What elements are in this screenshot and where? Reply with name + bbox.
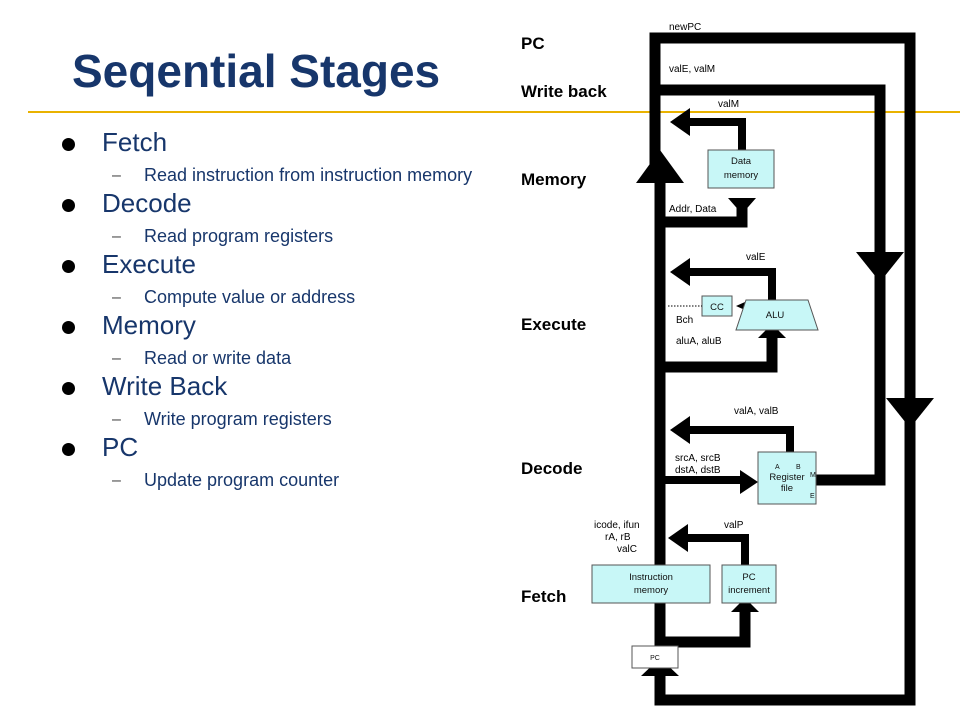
signal-vale: valE	[746, 252, 766, 263]
port-a: A	[775, 464, 780, 471]
vale-arrow	[670, 258, 690, 286]
signal-dsta-dstb: dstA, dstB	[675, 465, 721, 476]
srca-arrow	[740, 470, 758, 494]
stage-item-execute: Execute – Compute value or address	[62, 248, 482, 309]
stage-item-fetch: Fetch – Read instruction from instruction…	[62, 126, 482, 187]
signal-valc: valC	[617, 544, 637, 555]
pc-register-label: PC	[650, 655, 660, 662]
bullet-dot	[62, 443, 75, 456]
port-m: M	[810, 472, 816, 479]
vala-arrow	[670, 416, 690, 444]
page-title: Seqential Stages	[72, 45, 441, 97]
instruction-memory-block	[591, 564, 711, 604]
stage-desc: Read program registers	[144, 226, 334, 246]
stage-label-writeback: Write back	[521, 82, 607, 101]
stage-item-pc: PC – Update program counter	[62, 431, 482, 492]
pc-increment-label-2: increment	[728, 585, 770, 596]
signal-icode-ifun: icode, ifun	[594, 520, 640, 531]
stage-name: Decode	[102, 188, 192, 218]
dash-icon: –	[112, 472, 121, 489]
register-file-label-2: file	[781, 483, 793, 494]
stage-desc: Read instruction from instruction memory	[144, 165, 473, 185]
port-e: E	[810, 493, 815, 500]
register-file-label-1: Register	[769, 472, 804, 483]
signal-ra-rb: rA, rB	[605, 532, 631, 543]
dash-icon: –	[112, 289, 121, 306]
stage-name: Write Back	[102, 371, 228, 401]
spine-up-arrow-memory	[636, 150, 684, 183]
stage-name: Memory	[102, 310, 196, 340]
stage-item-writeback: Write Back – Write program registers	[62, 370, 482, 431]
stage-item-decode: Decode – Read program registers	[62, 187, 482, 248]
alu-block	[735, 299, 819, 331]
port-b: B	[796, 464, 801, 471]
stage-label-fetch: Fetch	[521, 587, 567, 606]
signal-bch: Bch	[676, 315, 693, 326]
signal-valm: valM	[718, 99, 739, 110]
data-memory-label-1: Data	[731, 156, 752, 167]
stage-desc: Update program counter	[144, 470, 340, 490]
stage-desc: Write program registers	[144, 409, 332, 429]
signal-addr-data: Addr, Data	[669, 204, 717, 215]
pc-register-block	[631, 645, 679, 669]
stage-desc: Compute value or address	[144, 287, 356, 307]
bullet-dot	[62, 138, 75, 151]
register-file-block	[757, 451, 817, 505]
signal-alua-alub: aluA, aluB	[676, 336, 722, 347]
stage-label-pc: PC	[521, 34, 545, 53]
newpc-down-arrow	[886, 398, 934, 428]
stage-name: PC	[102, 432, 139, 462]
stage-label-decode: Decode	[521, 459, 583, 478]
signal-valp: valP	[724, 520, 744, 531]
bullet-dot	[62, 382, 75, 395]
stage-name: Fetch	[102, 127, 168, 157]
pc-increment-label-1: PC	[742, 572, 755, 583]
data-memory-block	[707, 149, 775, 189]
valp-arrow	[668, 524, 688, 552]
stage-label-execute: Execute	[521, 315, 587, 334]
data-memory-label-2: memory	[724, 170, 759, 181]
stage-name: Execute	[102, 249, 196, 279]
output-lines	[655, 118, 794, 565]
cc-in-arrow	[736, 302, 745, 310]
valm-arrow	[670, 108, 690, 136]
bullet-dot	[62, 199, 75, 212]
alu-label: ALU	[766, 310, 785, 321]
pc-increment-block	[721, 564, 777, 604]
title-rule	[28, 111, 960, 113]
stage-desc: Read or write data	[144, 348, 292, 368]
instruction-memory-label-1: Instruction	[629, 572, 673, 583]
dash-icon: –	[112, 167, 121, 184]
signal-newpc: newPC	[669, 22, 701, 33]
signal-vala-valb: valA, valB	[734, 406, 779, 417]
dash-icon: –	[112, 228, 121, 245]
writeback-down-arrow	[856, 252, 904, 282]
alu-in-arrow	[758, 324, 786, 338]
dash-icon: –	[112, 350, 121, 367]
signal-vale-valm: valE, valM	[669, 64, 715, 75]
instruction-memory-label-2: memory	[634, 585, 669, 596]
dash-icon: –	[112, 411, 121, 428]
stage-list: Fetch – Read instruction from instruction…	[62, 126, 482, 492]
bullet-dot	[62, 260, 75, 273]
stage-item-memory: Memory – Read or write data	[62, 309, 482, 370]
pc-incr-arrow	[731, 598, 759, 612]
bus-lines	[649, 32, 916, 706]
signal-srca-srcb: srcA, srcB	[675, 453, 721, 464]
cc-label: CC	[710, 302, 724, 313]
bullet-dot	[62, 321, 75, 334]
addr-arrow	[728, 198, 756, 214]
stage-label-memory: Memory	[521, 170, 587, 189]
